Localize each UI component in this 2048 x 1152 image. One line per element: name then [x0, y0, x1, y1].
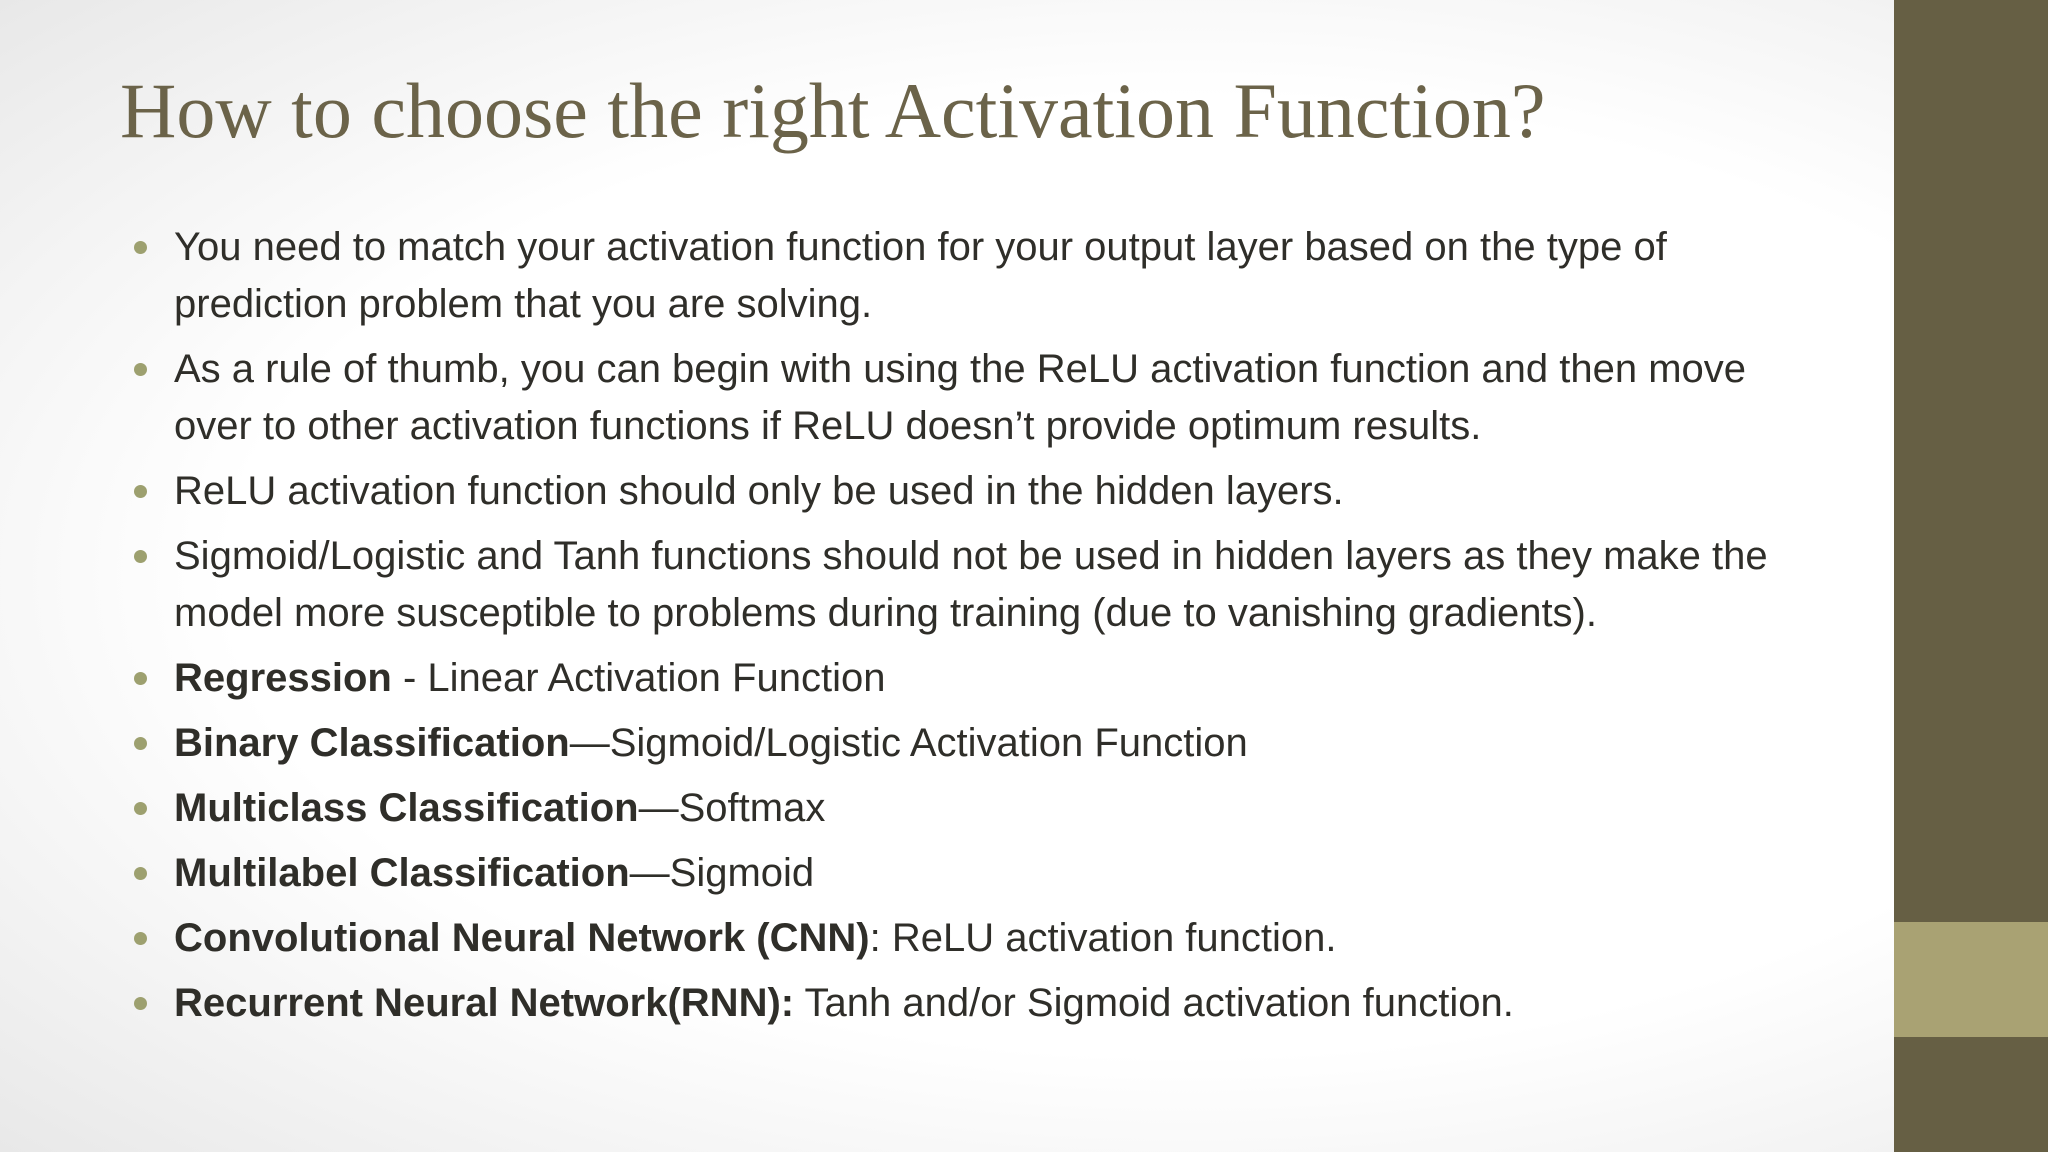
bullet-item: Regression - Linear Activation Function — [132, 650, 1822, 707]
sidebar-accent-band — [1894, 922, 2048, 1037]
bullet-bold-text: Convolutional Neural Network (CNN) — [174, 916, 870, 960]
bullet-item: Convolutional Neural Network (CNN): ReLU… — [132, 910, 1822, 967]
bullet-bold-text: Recurrent Neural Network(RNN): — [174, 981, 795, 1025]
bullet-item: As a rule of thumb, you can begin with u… — [132, 341, 1822, 455]
bullet-item: Multiclass Classification—Softmax — [132, 780, 1822, 837]
bullet-dot-icon — [134, 997, 147, 1010]
bullet-text: - Linear Activation Function — [391, 656, 886, 700]
bullet-text: : ReLU activation function. — [869, 916, 1337, 960]
bullet-text: You need to match your activation functi… — [174, 225, 1667, 326]
bullet-item: You need to match your activation functi… — [132, 219, 1822, 333]
bullet-dot-icon — [134, 737, 147, 750]
bullet-dot-icon — [134, 241, 147, 254]
bullet-dot-icon — [134, 932, 147, 945]
bullet-dot-icon — [134, 867, 147, 880]
bullet-bold-text: Binary Classification — [174, 721, 570, 765]
bullet-item: Sigmoid/Logistic and Tanh functions shou… — [132, 528, 1822, 642]
bullet-dot-icon — [134, 363, 147, 376]
bullet-text: —Sigmoid — [629, 851, 815, 895]
bullet-item: Binary Classification—Sigmoid/Logistic A… — [132, 715, 1822, 772]
bullet-text: —Softmax — [638, 786, 826, 830]
bullet-text: Tanh and/or Sigmoid activation function. — [794, 981, 1514, 1025]
bullet-list: You need to match your activation functi… — [132, 219, 1822, 1040]
bullet-dot-icon — [134, 802, 147, 815]
bullet-text: —Sigmoid/Logistic Activation Function — [569, 721, 1248, 765]
bullet-text: ReLU activation function should only be … — [174, 469, 1344, 513]
bullet-dot-icon — [134, 485, 147, 498]
bullet-item: Recurrent Neural Network(RNN): Tanh and/… — [132, 975, 1822, 1032]
bullet-bold-text: Multilabel Classification — [174, 851, 630, 895]
bullet-bold-text: Regression — [174, 656, 392, 700]
bullet-dot-icon — [134, 672, 147, 685]
bullet-text: As a rule of thumb, you can begin with u… — [174, 347, 1747, 448]
bullet-dot-icon — [134, 550, 147, 563]
sidebar-decoration — [1894, 0, 2048, 1152]
bullet-bold-text: Multiclass Classification — [174, 786, 639, 830]
bullet-text: Sigmoid/Logistic and Tanh functions shou… — [174, 534, 1768, 635]
bullet-item: ReLU activation function should only be … — [132, 463, 1822, 520]
slide-title: How to choose the right Activation Funct… — [120, 67, 1546, 154]
bullet-item: Multilabel Classification—Sigmoid — [132, 845, 1822, 902]
